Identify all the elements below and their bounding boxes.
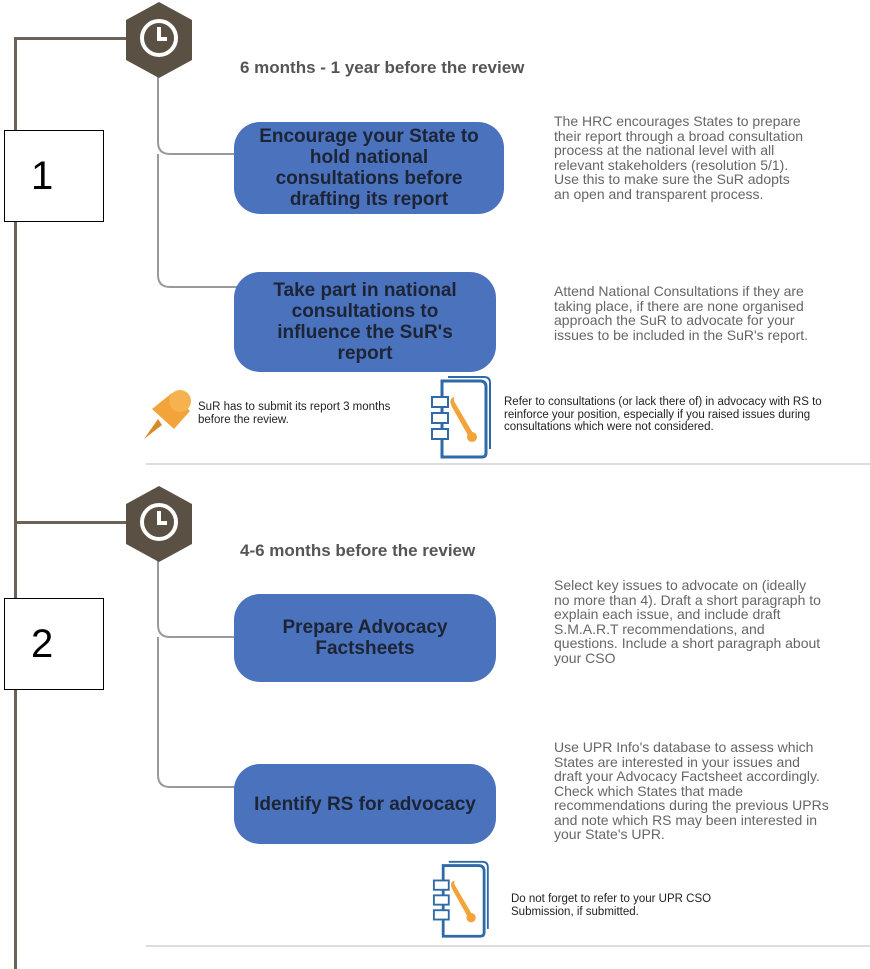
- timeline-main-line: [14, 37, 17, 969]
- step-description: Use UPR Info's database to assess which …: [554, 739, 829, 842]
- clock-icon: [122, 0, 196, 80]
- step-encourage-consultations: Encourage your State to hold national co…: [234, 122, 504, 214]
- section-divider: [146, 945, 870, 947]
- step-description: The HRC encourages States to prepare the…: [554, 113, 804, 202]
- pushpin-icon: [138, 385, 198, 448]
- step-prepare-factsheets: Prepare Advocacy Factsheets: [234, 594, 496, 682]
- tool-note: Refer to consultations (or lack there of…: [504, 396, 822, 433]
- tool-note: Do not forget to refer to your UPR CSO S…: [511, 893, 712, 918]
- step-take-part-consultations: Take part in national consultations to i…: [234, 272, 496, 372]
- step-connector-1: [157, 70, 238, 288]
- step-connector-2: [157, 555, 238, 788]
- section-title: 6 months - 1 year before the review: [240, 58, 525, 77]
- toolbook-icon: [424, 375, 494, 466]
- section-divider: [146, 463, 870, 465]
- section-number-box: 2: [4, 598, 104, 690]
- timeline-branch-2: [14, 521, 126, 524]
- step-description: Select key issues to advocate on (ideall…: [554, 577, 821, 666]
- section-title: 4-6 months before the review: [240, 541, 476, 560]
- step-identify-rs: Identify RS for advocacy: [234, 764, 496, 844]
- clock-icon: [122, 484, 196, 564]
- section-number-box: 1: [4, 130, 104, 222]
- toolbook-icon: [424, 860, 494, 945]
- step-description: Attend National Consultations if they ar…: [554, 283, 809, 343]
- pin-note: SuR has to submit its report 3 months be…: [198, 401, 391, 426]
- timeline-branch-1: [14, 37, 126, 40]
